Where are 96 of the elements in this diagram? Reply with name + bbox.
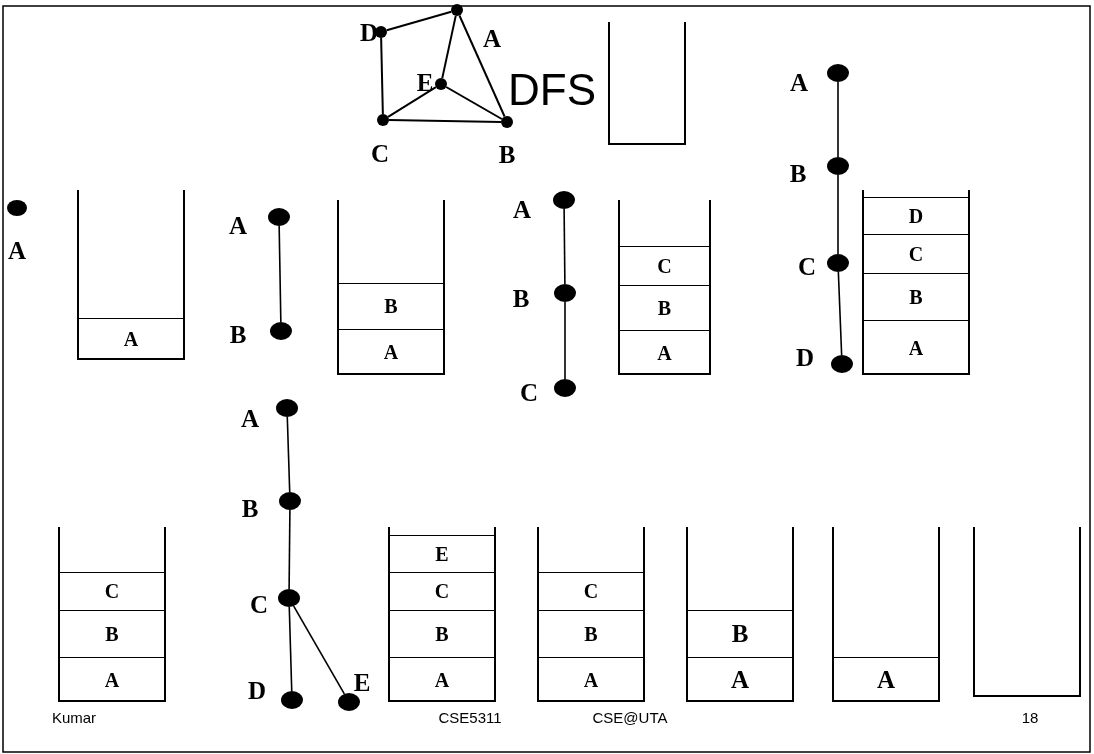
stack-item: A [864,320,968,375]
vertex-label: C [370,140,390,166]
tree-edge [288,606,293,692]
vertex-label: A [240,405,260,431]
vertex-label: C [797,253,817,279]
vertex-dot [338,693,360,711]
stack-item: C [864,234,968,273]
stack-item: A [79,318,183,360]
vertex-label: B [498,141,516,167]
stack-item: A [60,657,164,702]
stack-item: A [688,657,792,702]
vertex-dot [435,78,447,90]
vertex-dot [281,691,303,709]
tree-edge [292,605,346,695]
stack-container [77,190,185,360]
vertex-dot [7,200,27,216]
tree-edge [458,14,506,118]
vertex-dot [827,254,849,272]
stack-container [973,527,1081,697]
stack-item: C [620,246,709,285]
stack-container [686,527,794,702]
stack-item: A [539,657,643,702]
vertex-dot [554,284,576,302]
tree-edge [837,174,839,255]
vertex-dot [827,157,849,175]
vertex-dot [831,355,853,373]
tree-edge [837,81,839,158]
stack-container [537,527,645,702]
vertex-label: C [249,591,269,617]
vertex-label: E [416,69,434,95]
footer-text: Kumar [51,709,97,725]
vertex-label: A [228,212,248,238]
tree-edge [388,119,502,123]
stack-item: B [620,285,709,330]
stack-item: C [539,572,643,610]
vertex-dot [375,26,387,38]
vertex-dot [827,64,849,82]
tree-edge [385,10,453,32]
vertex-label: D [795,344,815,370]
stack-item: B [539,610,643,657]
vertex-label: B [229,321,247,347]
vertex-label: B [512,285,530,311]
tree-edge [445,86,503,120]
stack-item: A [390,657,494,702]
stack-item: A [834,657,938,702]
stack-container [337,200,445,375]
stack-item: D [864,197,968,234]
title: DFS [508,68,596,112]
stack-container [58,527,166,702]
stack-container [862,190,970,375]
vertex-label: B [789,160,807,186]
vertex-label: E [353,669,371,695]
stack-item: B [864,273,968,320]
vertex-label: C [519,379,539,405]
tree-edge [563,208,566,285]
stack-item: A [339,329,443,375]
tree-edge [837,271,843,356]
tree-edge [286,416,291,493]
vertex-dot [501,116,513,128]
vertex-dot [276,399,298,417]
footer-text: CSE5311 [438,709,502,725]
stack-item: A [620,330,709,375]
vertex-label: A [789,69,809,95]
stack-item: B [60,610,164,657]
stack-container [618,200,711,375]
stack-item: E [390,535,494,572]
vertex-dot [553,191,575,209]
footer-text: 18 [1021,709,1039,725]
tree-edge [441,14,457,80]
vertex-label: A [512,196,532,222]
tree-edge [387,86,437,118]
stack-item: B [339,283,443,329]
stack-container [388,527,496,702]
vertex-dot [554,379,576,397]
stack-item: B [688,610,792,657]
vertex-dot [270,322,292,340]
vertex-dot [278,589,300,607]
vertex-label: D [247,677,267,703]
stack-item: C [60,572,164,610]
vertex-label: A [7,237,27,263]
vertex-dot [279,492,301,510]
stack-container [608,22,686,145]
stack-item: C [390,572,494,610]
vertex-dot [377,114,389,126]
stack-item: B [390,610,494,657]
vertex-dot [451,4,463,16]
stack-container [832,527,940,702]
vertex-label: D [359,19,379,45]
vertex-dot [268,208,290,226]
vertex-label: B [241,495,259,521]
tree-edge [278,225,282,323]
footer-text: CSE@UTA [592,709,668,725]
tree-edge [564,301,566,380]
tree-edge [288,509,291,590]
vertex-label: A [482,25,502,51]
tree-edge [380,37,384,115]
